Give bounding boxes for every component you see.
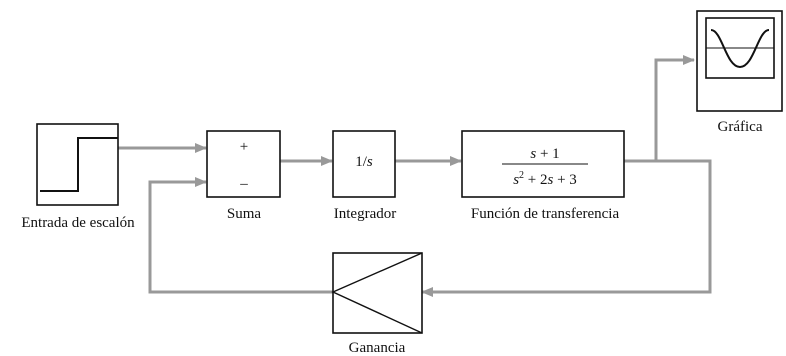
integrator-expr-num: 1/: [355, 154, 368, 170]
transfer-numerator: s + 1: [530, 146, 559, 162]
integrator-expression: 1/s: [355, 154, 373, 170]
sum-plus-sign: +: [240, 139, 248, 155]
integrator-expr-var: s: [367, 154, 373, 170]
integrator-block[interactable]: 1/s Integrador: [332, 130, 396, 222]
wires: [118, 55, 712, 297]
sum-label: Suma: [227, 206, 262, 222]
step-input-block[interactable]: Entrada de escalón: [21, 123, 135, 231]
sine-wave-icon: [710, 29, 770, 69]
scope-block[interactable]: Gráfica: [696, 10, 783, 135]
gain-block[interactable]: Ganancia: [331, 252, 423, 356]
wire-gain-feedback: [148, 177, 333, 294]
triangle-gain-icon: [331, 252, 423, 334]
gain-label: Ganancia: [349, 340, 406, 356]
wire-to-scope: [654, 55, 695, 161]
transfer-function-block[interactable]: s + 1 s2 + 2s + 3 Función de transferenc…: [461, 130, 625, 222]
sum-block[interactable]: + – Suma: [206, 130, 281, 222]
step-input-label: Entrada de escalón: [21, 215, 135, 231]
transfer-function-label: Función de transferencia: [471, 206, 620, 222]
wire-transfer-output: [421, 159, 712, 297]
step-signal-icon: [40, 137, 118, 192]
transfer-denominator: s2 + 2s + 3: [513, 170, 577, 188]
sum-minus-sign: –: [239, 176, 248, 192]
scope-label: Gráfica: [718, 119, 763, 135]
integrator-label: Integrador: [334, 206, 396, 222]
